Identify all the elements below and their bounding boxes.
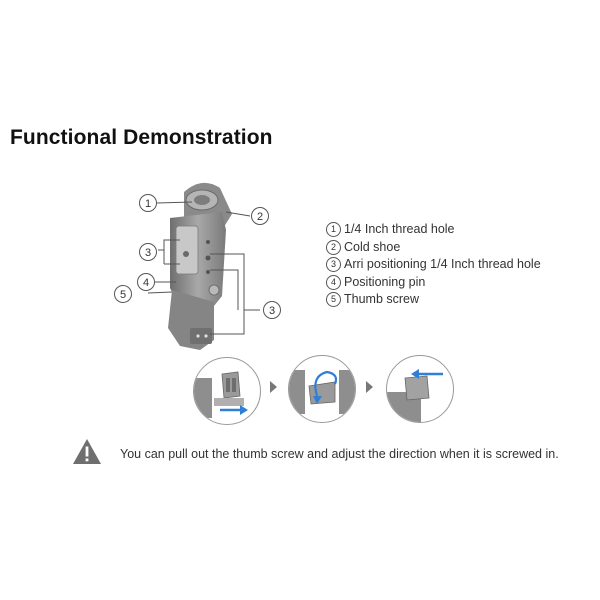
callout-3a: 3 [139, 243, 157, 261]
warning-triangle-icon [73, 439, 101, 464]
warning-note: You can pull out the thumb screw and adj… [72, 438, 592, 468]
step-arrow-1 [270, 381, 277, 393]
svg-text:5: 5 [120, 289, 126, 301]
device-body [168, 212, 226, 350]
callout-3b: 3 [263, 301, 281, 319]
warning-text: You can pull out the thumb screw and adj… [120, 447, 559, 461]
svg-text:1: 1 [145, 198, 151, 210]
svg-text:3: 3 [145, 247, 151, 259]
step-2-illustration [288, 355, 356, 423]
svg-text:2: 2 [257, 211, 263, 223]
callout-1: 1 [139, 194, 157, 212]
svg-text:4: 4 [143, 277, 149, 289]
callout-2: 2 [251, 207, 269, 225]
svg-text:3: 3 [269, 305, 275, 317]
step-1-illustration [193, 357, 261, 425]
callout-lines [147, 201, 260, 335]
product-diagram: 1 2 3 4 5 3 [114, 182, 281, 350]
callout-5: 5 [114, 285, 132, 303]
callout-4: 4 [137, 273, 155, 291]
page-title: Functional Demonstration [10, 126, 273, 149]
step-3-illustration [386, 355, 454, 423]
step-arrow-2 [366, 381, 373, 393]
